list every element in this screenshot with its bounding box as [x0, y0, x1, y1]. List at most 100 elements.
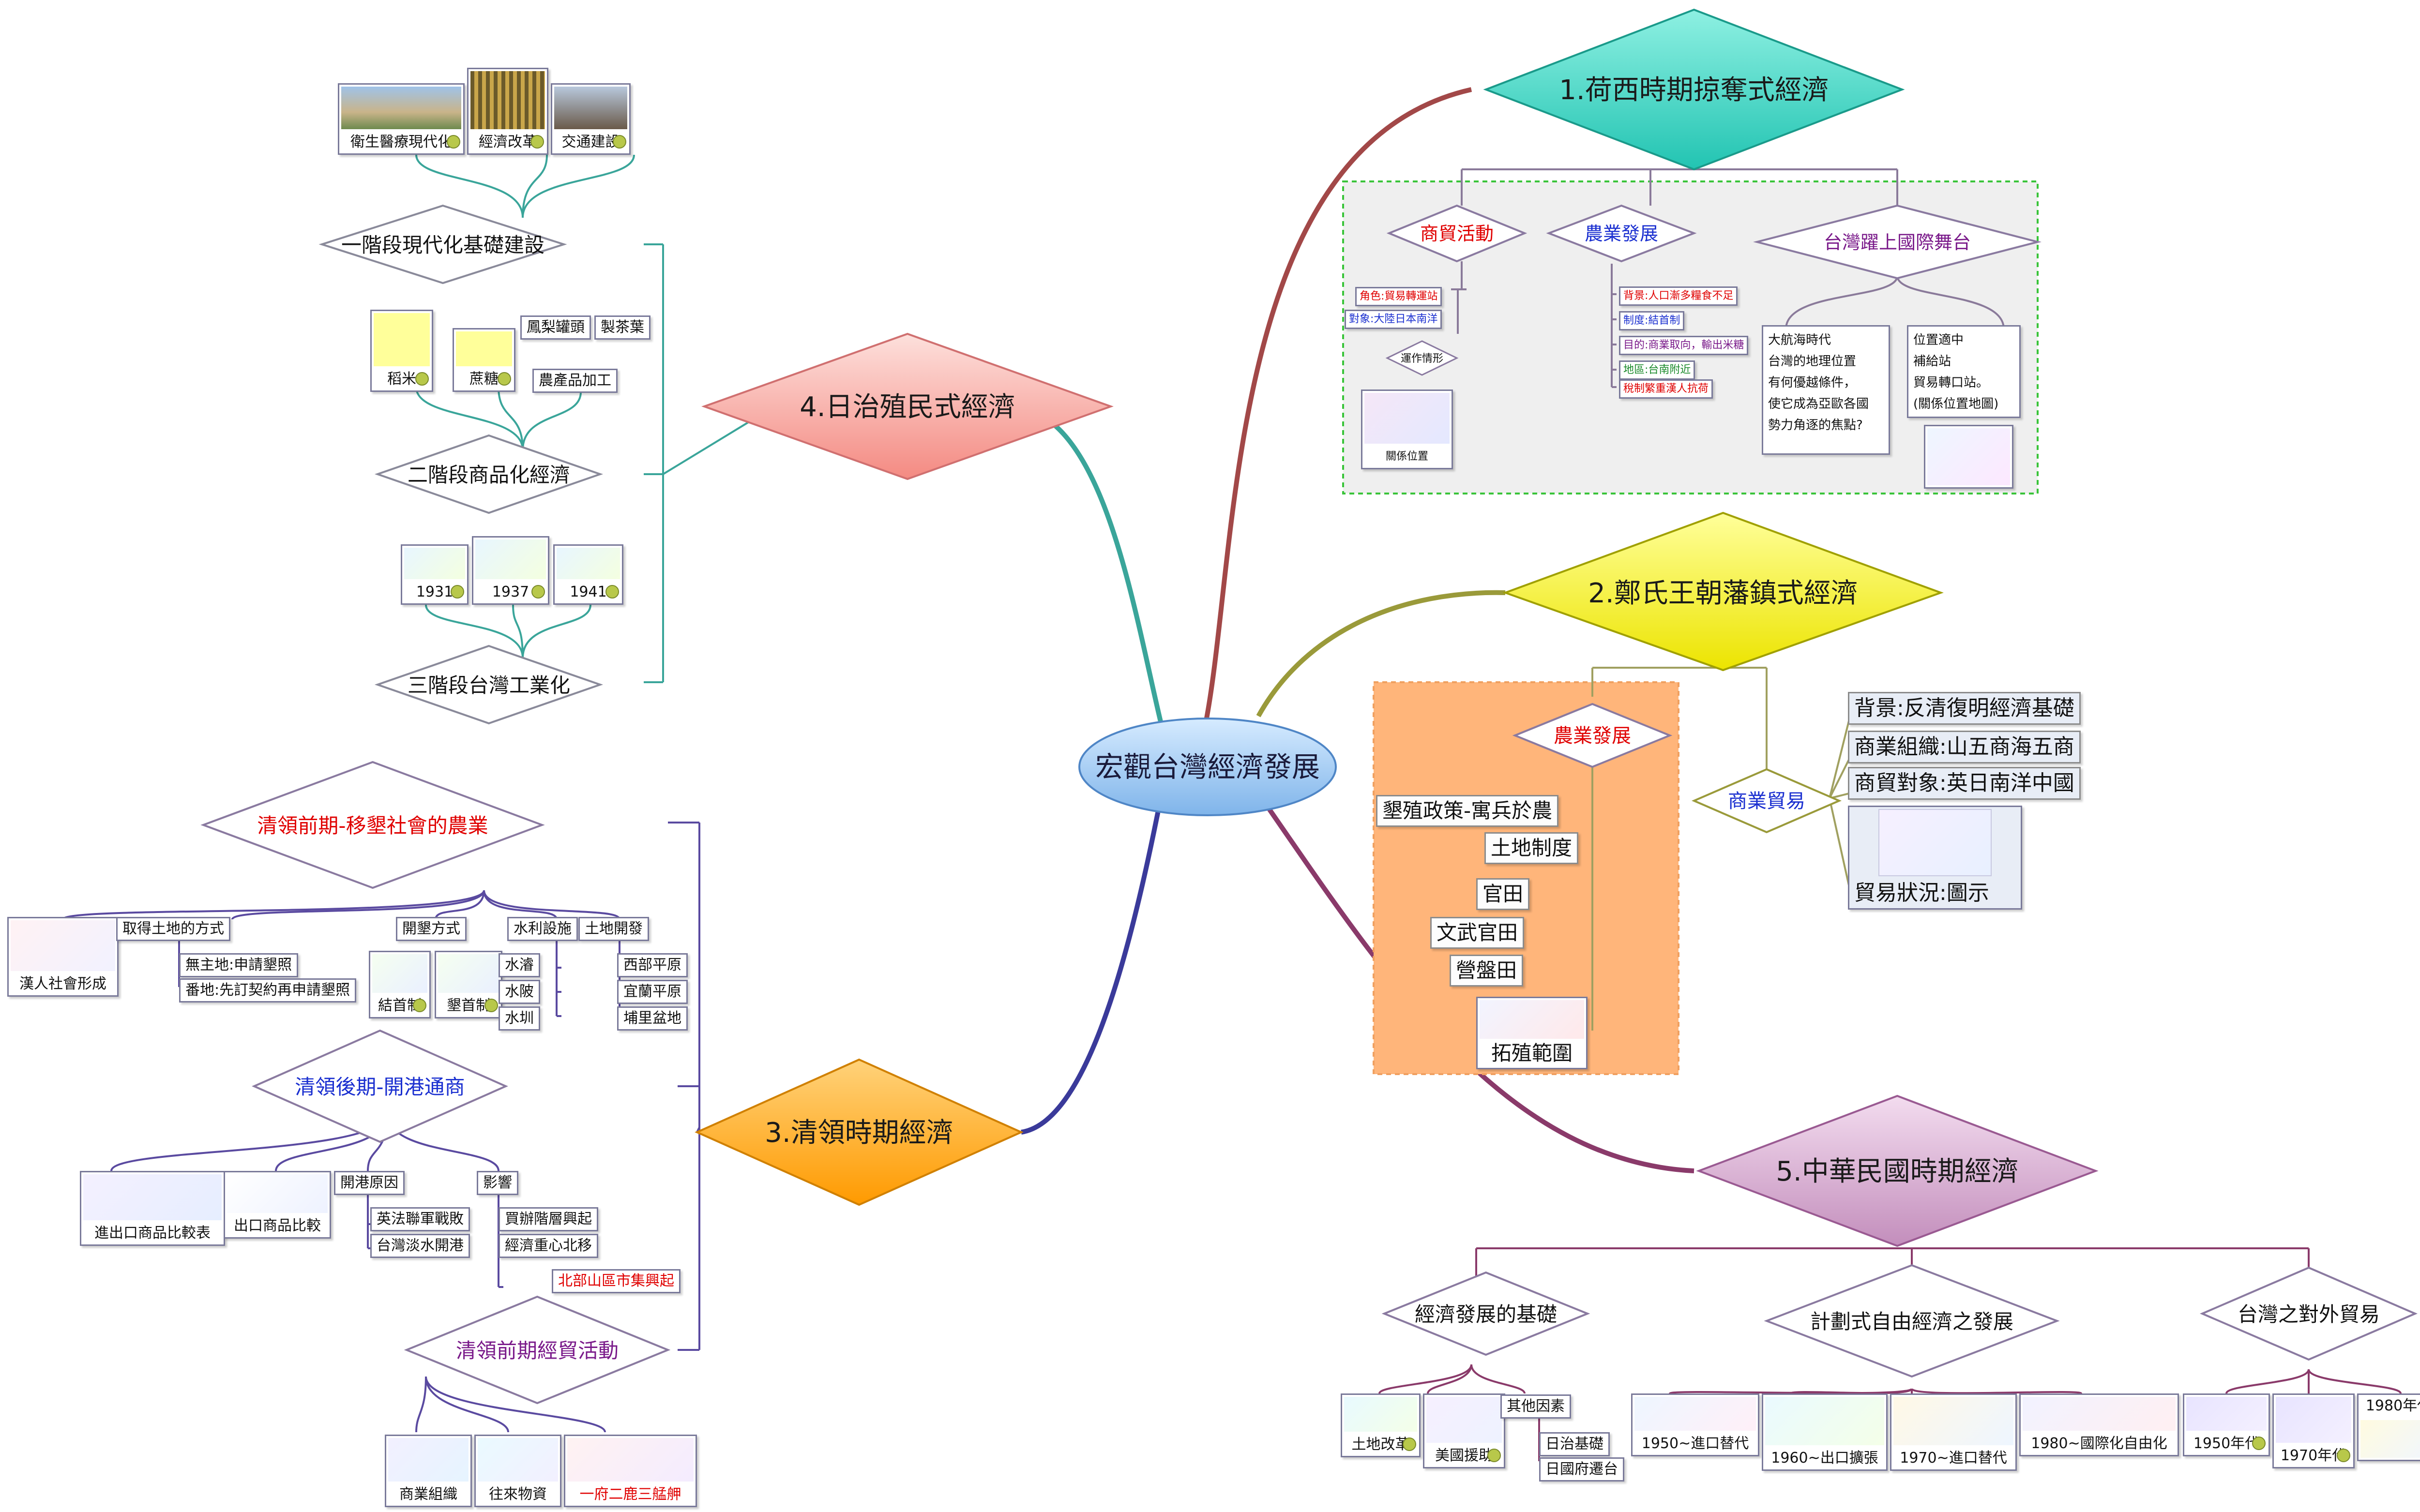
qing-water-item-1[interactable]: 水陂: [499, 980, 540, 1004]
us-aid-thumbnail: [1426, 1397, 1502, 1443]
zheng-trade-img[interactable]: 貿易狀況:圖示: [1848, 806, 2022, 910]
roc-base-img-0[interactable]: 土地改革: [1341, 1393, 1421, 1457]
qing-trade-node[interactable]: 清領前期經貿活動: [404, 1295, 671, 1405]
dutch-intl-question[interactable]: 大航海時代 台灣的地理位置 有何優越條件， 使它成為亞歐各國 勢力角逐的焦點?: [1762, 325, 1890, 455]
dutch-trade-img[interactable]: 關係位置: [1361, 389, 1453, 469]
kenshou-diagram-thumbnail: [438, 954, 499, 993]
zheng-trade-item-1[interactable]: 商業組織:山五商海五商: [1848, 731, 2081, 763]
topic-qing[interactable]: 3.清領時期經濟: [695, 1058, 1024, 1206]
roc-plan-img-1[interactable]: 1960~出口擴張: [1762, 1393, 1888, 1471]
dutch-agri-node[interactable]: 農業發展: [1546, 204, 1697, 263]
zheng-agri-img[interactable]: 拓殖範圍: [1476, 997, 1588, 1069]
qing-water[interactable]: 水利設施: [507, 917, 578, 941]
dutch-intl-node[interactable]: 台灣躍上國際舞台: [1753, 204, 2042, 280]
central-topic[interactable]: 宏觀台灣經濟發展: [1078, 718, 1337, 816]
qing-effect-item-1[interactable]: 經濟重心北移: [499, 1234, 598, 1258]
roc-plan-node[interactable]: 計劃式自由經濟之發展: [1764, 1264, 2060, 1378]
qing-land-way[interactable]: 取得土地的方式: [116, 917, 230, 941]
qing-port-item-0[interactable]: 英法聯軍戰敗: [370, 1207, 470, 1231]
roc-foreign-img-1[interactable]: 1970年代: [2272, 1393, 2355, 1468]
zheng-trade-item-2[interactable]: 商貿對象:英日南洋中國: [1848, 767, 2081, 800]
qing-port-reason[interactable]: 開港原因: [334, 1171, 405, 1195]
qing-reclaim-img-0[interactable]: 結首制: [369, 951, 431, 1018]
japan-stage2-item-1[interactable]: 製茶葉: [594, 315, 650, 340]
roc-other-item-0[interactable]: 日治基礎: [1539, 1432, 1610, 1456]
dutch-trade-item-0[interactable]: 角色:貿易轉運站: [1355, 287, 1442, 306]
roc-foreign-node[interactable]: 台灣之對外貿易: [2199, 1266, 2418, 1361]
dutch-trade-item-1[interactable]: 對象:大陸日本南洋: [1345, 310, 1442, 329]
dutch-agri-item-3[interactable]: 地區:台南附近: [1619, 360, 1695, 380]
qing-develop-item-2[interactable]: 埔里盆地: [617, 1006, 688, 1031]
japan-stage1-node[interactable]: 一階段現代化基礎建設: [318, 204, 567, 284]
qing-late-img-1[interactable]: 出口商品比較: [224, 1171, 331, 1239]
qing-port-item-1[interactable]: 台灣淡水開港: [370, 1234, 470, 1258]
dutch-intl-answer[interactable]: 位置適中 補給站 貿易轉口站。 (關係位置地圖): [1907, 325, 2021, 418]
japan-stage2-img-0[interactable]: 稻米: [370, 310, 433, 392]
roc-other[interactable]: 其他因素: [1500, 1394, 1571, 1419]
qing-water-item-0[interactable]: 水濬: [499, 953, 540, 977]
zheng-agri-item-0[interactable]: 墾殖政策-寓兵於農: [1376, 795, 1559, 827]
topic-zheng[interactable]: 2.鄭氏王朝藩鎮式經濟: [1502, 511, 1944, 672]
roc-foreign-img-0[interactable]: 1950年代: [2183, 1393, 2270, 1456]
qing-reclaim[interactable]: 開墾方式: [396, 917, 467, 941]
roc-plan-img-3[interactable]: 1980~國際化自由化: [2019, 1393, 2179, 1456]
topic-roc-label: 5.中華民國時期經濟: [1776, 1156, 2018, 1187]
qing-land-way-item-0[interactable]: 無主地:申請墾照: [179, 953, 299, 977]
topic-roc[interactable]: 5.中華民國時期經濟: [1696, 1094, 2099, 1247]
qing-late-node[interactable]: 清領後期-開港通商: [252, 1029, 508, 1143]
qing-develop-item-1[interactable]: 宜蘭平原: [617, 980, 688, 1004]
qing-trade-img-1[interactable]: 往來物資: [474, 1435, 561, 1507]
japan-stage1-img-1[interactable]: 經濟改革: [467, 68, 548, 155]
roc-foreign-img-2[interactable]: 1980年代: [2357, 1393, 2420, 1461]
japan-stage2-item-2[interactable]: 農產品加工: [532, 369, 618, 393]
qing-develop-item-0[interactable]: 西部平原: [617, 953, 688, 977]
branch-japan: [1011, 404, 1164, 727]
zheng-agri-item-1[interactable]: 土地制度: [1484, 832, 1579, 864]
qing-water-item-2[interactable]: 水圳: [499, 1006, 540, 1031]
topic-dutch[interactable]: 1.荷西時期掠奪式經濟: [1483, 8, 1905, 171]
qing-trade-img-0[interactable]: 商業組織: [385, 1435, 472, 1507]
roc-base-img-1[interactable]: 美國援助: [1423, 1393, 1505, 1468]
roc-base-node[interactable]: 經濟發展的基礎: [1381, 1271, 1590, 1356]
transport-photo: [554, 87, 627, 129]
qing-develop[interactable]: 土地開發: [578, 917, 649, 941]
japan-stage1-img-0[interactable]: 衛生醫療現代化: [338, 83, 465, 155]
japan-stage2-node[interactable]: 二階段商品化經濟: [374, 434, 604, 514]
attachment-icon: [484, 999, 498, 1012]
japan-stage3-node[interactable]: 三階段台灣工業化: [374, 644, 604, 725]
qing-late-img-0[interactable]: 進出口商品比較表: [80, 1171, 225, 1246]
japan-stage1-img-2[interactable]: 交通建設: [551, 83, 631, 155]
japan-stage2-item-0[interactable]: 鳳梨罐頭: [520, 315, 591, 340]
qing-early-label: 清領前期-移墾社會的農業: [257, 814, 488, 838]
dutch-trade-node[interactable]: 商貿活動: [1386, 204, 1528, 263]
qing-trade-img-2[interactable]: 一府二鹿三艋舺: [564, 1435, 697, 1507]
qing-effect[interactable]: 影響: [477, 1171, 518, 1195]
dutch-trade-sub-node[interactable]: 運作情形: [1385, 340, 1459, 376]
roc-other-item-1[interactable]: 日國府遷台: [1539, 1457, 1624, 1482]
dutch-agri-item-1[interactable]: 制度:結首制: [1619, 311, 1685, 330]
qing-early-node[interactable]: 清領前期-移墾社會的農業: [200, 761, 545, 889]
japan-stage2-img-1[interactable]: 蔗糖: [453, 328, 515, 392]
roc-plan-img-0[interactable]: 1950~進口替代: [1631, 1393, 1759, 1456]
topic-japan[interactable]: 4.日治殖民式經濟: [701, 332, 1114, 480]
zheng-trade-node[interactable]: 商業貿易: [1691, 768, 1842, 834]
dutch-agri-item-2[interactable]: 目的:商業取向，輸出米糖: [1619, 336, 1749, 355]
zheng-agri-node[interactable]: 農業發展: [1512, 703, 1673, 768]
zheng-agri-item-2[interactable]: 官田: [1476, 878, 1530, 910]
qing-reclaim-img-1[interactable]: 墾首制: [435, 951, 502, 1018]
qing-effect-item-0[interactable]: 買辦階層興起: [499, 1207, 598, 1231]
roc-plan-img-2[interactable]: 1970~進口替代: [1890, 1393, 2017, 1471]
japan-connectors: [415, 154, 775, 683]
zheng-agri-item-4[interactable]: 營盤田: [1450, 955, 1524, 987]
japan-stage3-img-1[interactable]: 1937: [472, 536, 549, 605]
dutch-intl-map[interactable]: [1924, 425, 2013, 489]
japan-stage3-img-0[interactable]: 1931: [401, 544, 469, 605]
qing-effect-item-2[interactable]: 北部山區市集興起: [552, 1269, 681, 1293]
dutch-agri-item-0[interactable]: 背景:人口漸多糧食不足: [1619, 286, 1738, 306]
dutch-agri-item-4[interactable]: 稅制繁重漢人抗荷: [1619, 379, 1713, 399]
zheng-agri-item-3[interactable]: 文武官田: [1430, 917, 1525, 949]
qing-early-img[interactable]: 漢人社會形成: [7, 917, 119, 997]
qing-land-way-item-1[interactable]: 番地:先訂契約再申請墾照: [179, 978, 357, 1003]
zheng-trade-item-0[interactable]: 背景:反清復明經濟基礎: [1848, 692, 2081, 725]
japan-stage3-img-2[interactable]: 1941: [553, 544, 623, 605]
